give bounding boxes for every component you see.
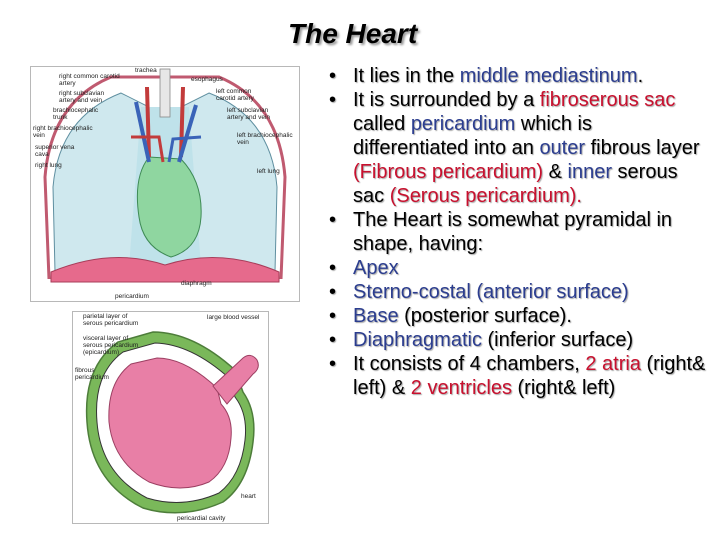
bullet-text-segment: (posterior surface). (398, 305, 572, 327)
label-visceral-1: visceral layer of (83, 335, 128, 342)
label-brachiocephalic: brachiocephalic (53, 107, 99, 114)
label-cava: cava (35, 151, 49, 158)
label-pericardial-cavity: pericardial cavity (177, 515, 226, 522)
label-pericardium: pericardium (115, 293, 149, 300)
bullet-text-segment: It lies in the (353, 65, 460, 87)
bullet-text-segment: Apex (353, 257, 399, 279)
bullet-text-segment: It consists of 4 chambers, (353, 353, 586, 375)
bullet-text-segment: pericardium (410, 113, 516, 135)
bullet-text-segment: serous sac (353, 161, 678, 207)
bullet-list: It lies in the middle mediastinum.It is … (323, 64, 708, 400)
thorax-diagram: trachea right common carotid artery esop… (30, 66, 300, 302)
bullet-item: Base (posterior surface). (323, 304, 708, 328)
label-parietal-2: serous pericardium (83, 320, 138, 327)
label-left-subclavian: left subclavian (227, 107, 269, 114)
bullet-text-segment: middle mediastinum (459, 65, 638, 87)
bullet-text-segment: (right& left) & (353, 353, 706, 399)
right-lung-shape (52, 92, 152, 273)
bullet-text-segment: outer (539, 137, 586, 159)
bullet-item: The Heart is somewhat pyramidal in shape… (323, 208, 708, 256)
pericardium-diagram: parietal layer of serous pericardium lar… (72, 311, 269, 524)
label-fibrous-1: fibrous (75, 367, 95, 374)
label-artery-and-vein-2: artery and vein (227, 114, 270, 121)
bullet-text-segment: fibrous layer (585, 137, 700, 159)
bullet-text-segment: (inferior surface) (481, 329, 634, 351)
bullet-text-segment: The Heart is somewhat pyramidal in shape… (353, 209, 673, 255)
bullet-text-segment: fibroserous sac (539, 89, 676, 111)
label-trunk: trunk (53, 114, 68, 121)
label-vein: vein (33, 132, 45, 139)
label-vein-2: vein (237, 139, 249, 146)
label-left-brachiocephalic: left brachiocephalic (237, 132, 293, 139)
left-lung-shape (178, 92, 278, 273)
label-heart: heart (241, 493, 256, 500)
bullet-item: It consists of 4 chambers, 2 atria (righ… (323, 352, 708, 400)
label-fibrous-2: pericardium (75, 374, 109, 381)
label-visceral-2: serous pericardium (83, 342, 138, 349)
bullet-text-segment: (Fibrous pericardium) (353, 161, 544, 183)
bullet-text-segment: inner (567, 161, 612, 183)
bullet-text-segment: (right& left) (511, 377, 616, 399)
label-right-common-carotid: right common carotid (59, 73, 120, 80)
label-left-common: left common (216, 88, 252, 95)
bullet-item: Apex (323, 256, 708, 280)
page-title: The Heart (288, 18, 418, 49)
label-right-subclavian: right subclavian (59, 90, 105, 97)
label-large-vessel: large blood vessel (207, 314, 260, 321)
bullet-item: Sterno-costal (anterior surface) (323, 280, 708, 304)
bullet-text-segment: Diaphragmatic (353, 329, 482, 351)
label-artery-and-vein: artery and vein (59, 97, 102, 104)
bullet-item: Diaphragmatic (inferior surface) (323, 328, 708, 352)
bullet-text-segment: 2 ventricles (410, 377, 512, 399)
label-esophagus: esophagus (191, 76, 224, 83)
bullet-item: It lies in the middle mediastinum. (323, 64, 708, 88)
label-left-lung: left lung (257, 168, 280, 175)
label-diaphragm: diaphragm (181, 280, 212, 287)
diaphragm-shape (50, 257, 280, 283)
bullet-text-segment: Base (353, 305, 399, 327)
label-carotid-artery: carotid artery (216, 95, 255, 102)
trachea-shape (159, 68, 171, 118)
bullet-text-segment: & (543, 161, 568, 183)
large-vessel-shape (212, 354, 259, 405)
label-trachea: trachea (135, 67, 157, 74)
bullet-text-segment: which is differentiated into an (353, 113, 592, 159)
bullet-text-segment: It is surrounded by a (353, 89, 540, 111)
bullet-text-segment: Sterno-costal (anterior surface) (353, 281, 629, 303)
label-artery: artery (59, 80, 76, 87)
bullet-text-segment: called (353, 113, 411, 135)
label-parietal-1: parietal layer of (83, 313, 128, 320)
label-visceral-3: (epicardium) (83, 349, 119, 356)
label-right-lung: right lung (35, 162, 62, 169)
bullet-text-segment: 2 atria (585, 353, 641, 375)
label-right-brachiocephalic: right brachiocephalic (33, 125, 93, 132)
bullet-text-segment: . (637, 65, 644, 87)
heart-shape (136, 156, 202, 258)
bullet-text-segment: (Serous pericardium). (389, 185, 582, 207)
bullet-item: It is surrounded by a fibroserous sac ca… (323, 88, 708, 208)
label-superior-vena: superior vena (35, 144, 75, 151)
